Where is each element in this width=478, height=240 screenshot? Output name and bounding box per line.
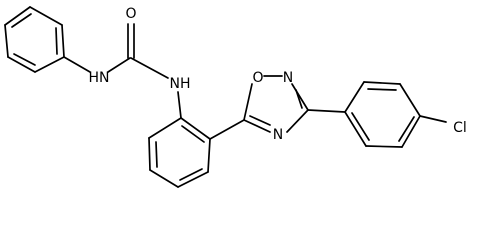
atom-o-ring: O: [252, 70, 263, 86]
bond: [177, 171, 209, 188]
bond: [344, 81, 365, 113]
bond: [7, 56, 36, 73]
atom-o-carbonyl: O: [125, 6, 136, 22]
structure-diagram: O HN NH O N N Cl: [4, 6, 467, 188]
bond: [155, 141, 158, 168]
bond: [4, 6, 31, 26]
bond: [130, 57, 169, 79]
bond: [61, 24, 65, 58]
bond: [177, 91, 182, 119]
bond: [351, 112, 370, 141]
atom-n-ring-top: N: [283, 70, 293, 86]
bond: [4, 24, 9, 58]
bond: [243, 83, 253, 121]
bond: [295, 89, 303, 109]
atom-n-ring-bottom: N: [273, 127, 283, 143]
bond: [398, 116, 415, 142]
bond: [29, 6, 63, 26]
atom-chlorine: Cl: [453, 120, 467, 136]
atom-nh-left: HN: [89, 70, 110, 86]
atom-nh-right: NH: [170, 76, 191, 92]
bond: [399, 83, 421, 117]
bond: [401, 115, 421, 148]
bond: [148, 137, 151, 171]
bond: [307, 109, 346, 113]
molecule-canvas: O HN NH O N N Cl: [4, 6, 467, 188]
bond: [107, 57, 131, 73]
bond: [249, 115, 271, 126]
bond: [13, 53, 36, 66]
bond: [181, 125, 205, 143]
bond: [180, 117, 211, 140]
bond: [363, 81, 401, 85]
bond: [209, 119, 245, 140]
bond: [149, 169, 179, 188]
bond: [291, 83, 309, 111]
bond: [344, 111, 367, 147]
bond: [148, 117, 182, 139]
bond: [419, 115, 447, 123]
atom-labels: O HN NH O N N Cl: [89, 6, 467, 143]
bond: [286, 109, 309, 133]
bond: [63, 56, 91, 73]
bond: [207, 138, 211, 173]
bond: [55, 27, 58, 55]
bond: [367, 88, 397, 91]
bonds: [4, 6, 447, 188]
bond: [243, 119, 271, 133]
bond: [365, 145, 403, 148]
bond: [11, 13, 32, 28]
bond: [34, 56, 65, 73]
bond: [179, 168, 203, 181]
